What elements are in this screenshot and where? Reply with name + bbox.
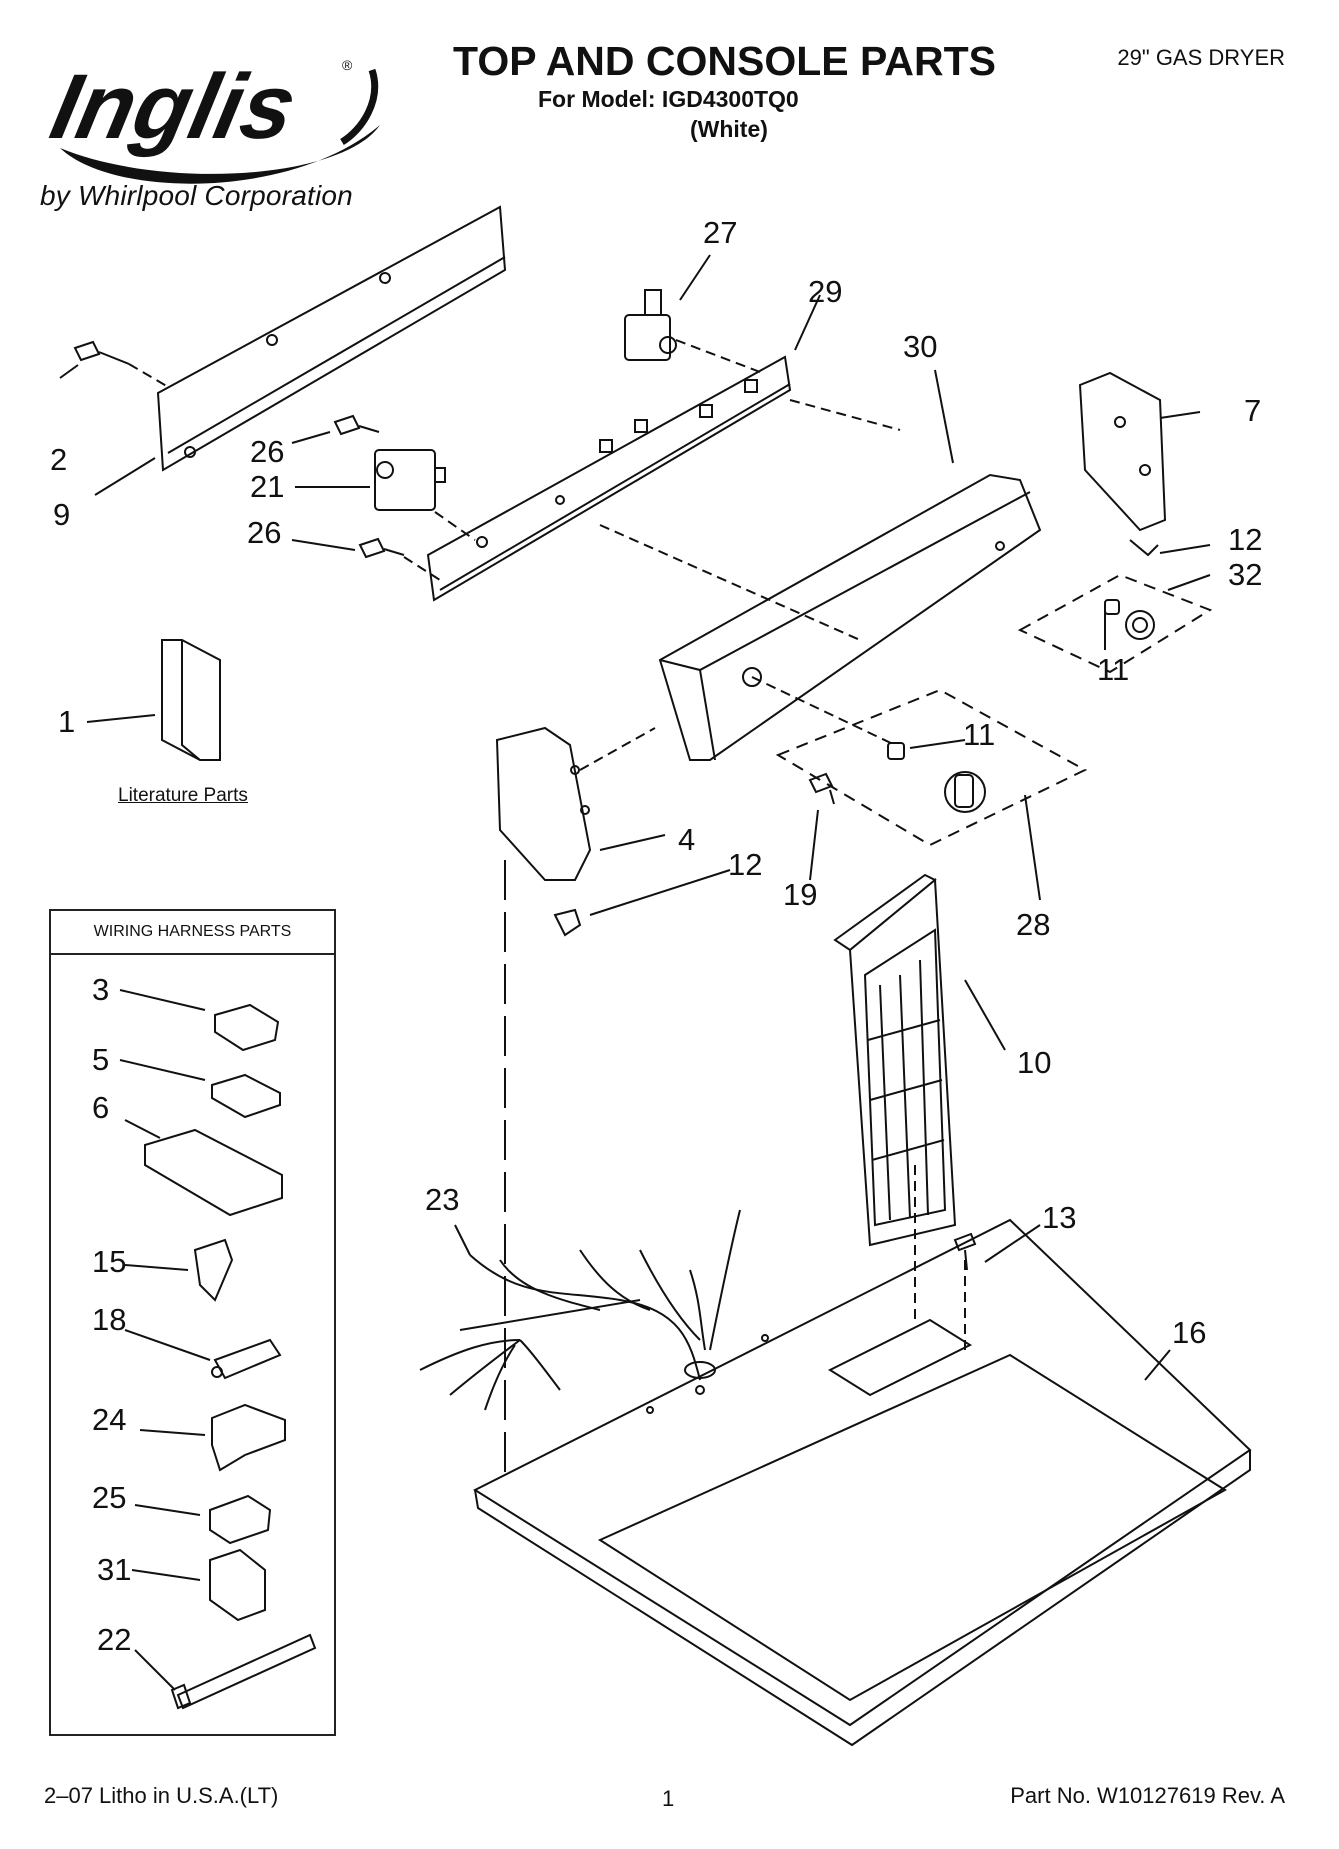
page-title: TOP AND CONSOLE PARTS — [453, 38, 996, 84]
callout-3: 3 — [92, 972, 109, 1007]
callout-18: 18 — [92, 1302, 126, 1337]
callout-11-center: 11 — [963, 717, 995, 752]
callout-7: 7 — [1244, 393, 1261, 428]
harness-part-31 — [209, 1548, 266, 1622]
callout-13: 13 — [1042, 1200, 1076, 1235]
callout-12-right: 12 — [1228, 522, 1262, 557]
callout-10: 10 — [1017, 1045, 1051, 1080]
callout-21: 21 — [250, 469, 284, 504]
part-timer-21 — [374, 449, 446, 511]
harness-part-3 — [214, 1003, 280, 1052]
callout-5: 5 — [92, 1042, 109, 1077]
callout-labels: 27 29 30 7 2 9 26 21 26 12 32 11 1 11 4 … — [50, 215, 1262, 1657]
part-lint-screen-10 — [833, 873, 957, 1247]
part-screw-13 — [953, 1232, 977, 1271]
harness-part-6 — [144, 1128, 283, 1217]
brand-logo-text: Inglis — [43, 55, 305, 158]
part-literature-1 — [161, 639, 221, 761]
inglis-logo: Inglis ® — [43, 55, 380, 184]
leader-lines — [59, 254, 1211, 1691]
callout-29: 29 — [808, 274, 842, 309]
callout-23: 23 — [425, 1182, 459, 1217]
wiring-harness-title: WIRING HARNESS PARTS — [51, 911, 334, 955]
callout-32: 32 — [1228, 557, 1262, 592]
callout-6: 6 — [92, 1090, 109, 1125]
part-endcap-7 — [1078, 371, 1167, 532]
part-wire-harness-23 — [419, 1209, 741, 1411]
part-screw-26a — [333, 414, 380, 436]
literature-parts-label: Literature Parts — [118, 785, 248, 806]
callout-28: 28 — [1016, 907, 1050, 942]
callout-2: 2 — [50, 442, 67, 477]
callout-1: 1 — [58, 704, 75, 739]
part-number: Part No. W10127619 Rev. A — [1010, 1783, 1285, 1808]
part-switch-27 — [624, 289, 677, 361]
part-screw-2 — [73, 340, 130, 365]
brand-tagline: by Whirlpool Corporation — [40, 180, 353, 211]
callout-11-right: 11 — [1097, 652, 1129, 687]
harness-part-5 — [211, 1073, 281, 1119]
harness-part-25 — [209, 1494, 272, 1545]
callout-16: 16 — [1172, 1315, 1206, 1350]
callout-15: 15 — [92, 1244, 126, 1279]
callout-26-upper: 26 — [250, 434, 284, 469]
footer-litho: 2–07 Litho in U.S.A.(LT) — [44, 1783, 279, 1808]
callout-9: 9 — [53, 497, 70, 532]
part-top-16 — [472, 1218, 1252, 1747]
part-screw-19 — [808, 772, 835, 805]
wiring-harness-box — [49, 909, 336, 1736]
harness-part-24 — [211, 1403, 286, 1472]
callout-26-lower: 26 — [247, 515, 281, 550]
part-clip-12b — [553, 908, 582, 937]
part-rear-panel — [156, 205, 507, 472]
part-knob-32 — [1017, 573, 1213, 674]
part-endcap-4 — [495, 726, 592, 881]
callout-22: 22 — [97, 1622, 131, 1657]
callout-31: 31 — [97, 1552, 131, 1587]
callout-30: 30 — [903, 329, 937, 364]
part-console-bracket — [426, 355, 792, 602]
product-type: 29" GAS DRYER — [1117, 45, 1285, 70]
harness-part-15 — [193, 1238, 234, 1302]
callout-19: 19 — [783, 877, 817, 912]
model-color: (White) — [690, 116, 768, 142]
model-number: For Model: IGD4300TQ0 — [538, 86, 799, 112]
callout-12-left: 12 — [728, 847, 762, 882]
callout-4: 4 — [678, 822, 695, 857]
harness-part-18 — [211, 1338, 282, 1380]
part-screw-26b — [358, 537, 405, 559]
harness-part-22 — [170, 1633, 317, 1710]
callout-25: 25 — [92, 1480, 126, 1515]
part-knob-28 — [775, 688, 1088, 847]
callout-27: 27 — [703, 215, 737, 250]
callout-24: 24 — [92, 1402, 126, 1437]
page-number: 1 — [662, 1786, 675, 1811]
part-console-30 — [658, 473, 1042, 761]
registered-mark: ® — [342, 57, 353, 73]
